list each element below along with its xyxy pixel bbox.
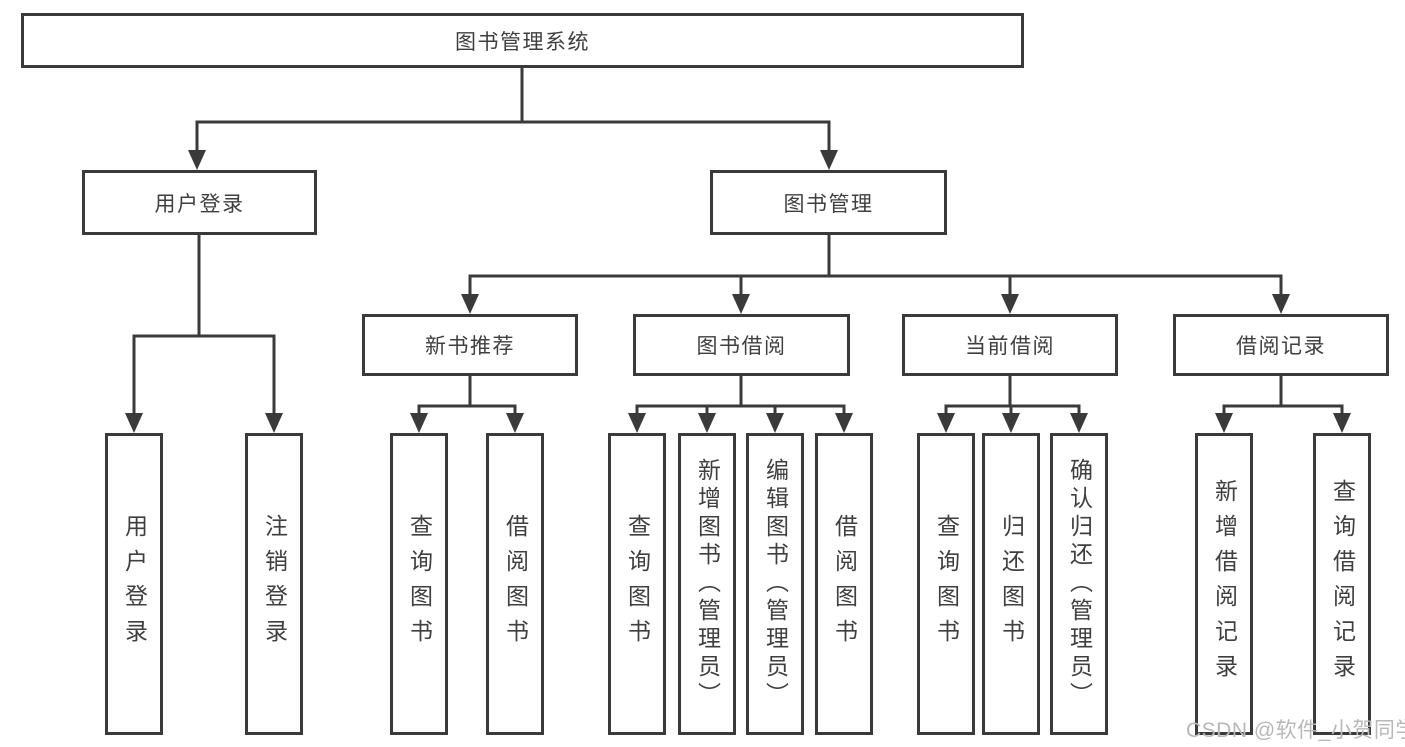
leaf-label: 查询图书: [624, 514, 651, 654]
node-label: 图书借阅: [696, 335, 787, 358]
leaf-borrow-books-borrowing: 借阅图书: [815, 433, 873, 735]
leaf-label: 查询图书: [933, 514, 960, 654]
arrow-icon: [1215, 413, 1233, 433]
node-label: 借阅记录: [1236, 335, 1326, 358]
arrow-icon: [628, 413, 646, 433]
connector-lines: [132, 66, 1344, 421]
leaf-label: 注销登录: [261, 514, 288, 654]
arrow-icon: [1002, 413, 1020, 433]
arrow-icon: [125, 413, 143, 433]
leaf-label: 查询借阅记录: [1329, 479, 1356, 689]
node-label: 当前借阅: [965, 335, 1055, 358]
leaf-query-books-recommend: 查询图书: [390, 433, 448, 735]
leaf-query-books-current: 查询图书: [917, 433, 975, 735]
leaf-return-books: 归还图书: [982, 433, 1040, 735]
arrow-icon: [506, 413, 524, 433]
arrow-icon: [461, 294, 479, 314]
arrow-icon: [937, 413, 955, 433]
leaf-add-borrow-record: 新增借阅记录: [1195, 433, 1253, 735]
node-label: 图书管理系统: [455, 30, 590, 54]
arrow-icon: [1333, 413, 1351, 433]
arrow-icon: [820, 150, 838, 170]
node-new-book-recommend: 新书推荐: [362, 314, 578, 376]
leaf-logout: 注销登录: [245, 433, 303, 735]
leaf-label: 用户登录: [121, 514, 148, 654]
arrow-icon: [732, 294, 750, 314]
leaf-user-login: 用户登录: [105, 433, 163, 735]
arrow-icon: [410, 413, 428, 433]
node-label: 用户登录: [154, 192, 245, 216]
leaf-label: 新增图书（管理员）: [694, 458, 721, 710]
arrow-icon: [1272, 294, 1290, 314]
leaf-edit-books-admin: 编辑图书（管理员）: [746, 433, 804, 735]
node-label: 图书管理: [783, 192, 874, 216]
node-label: 新书推荐: [425, 335, 515, 358]
leaf-add-books-admin: 新增图书（管理员）: [678, 433, 736, 735]
arrow-icon: [835, 413, 853, 433]
leaf-query-books-borrowing: 查询图书: [608, 433, 666, 735]
leaf-label: 借阅图书: [502, 514, 529, 654]
node-book-management-system: 图书管理系统: [21, 13, 1024, 68]
leaf-label: 借阅图书: [831, 514, 858, 654]
leaf-label: 新增借阅记录: [1211, 479, 1238, 689]
arrow-icon: [766, 413, 784, 433]
node-borrowing-records: 借阅记录: [1173, 314, 1389, 376]
leaf-label: 查询图书: [406, 514, 433, 654]
leaf-confirm-return-admin: 确认归还（管理员）: [1050, 433, 1108, 735]
leaf-label: 确认归还（管理员）: [1066, 458, 1093, 710]
leaf-borrow-books-recommend: 借阅图书: [486, 433, 544, 735]
leaf-label: 归还图书: [998, 514, 1025, 654]
csdn-watermark: CSDN @软件_小贺同学: [1186, 719, 1405, 742]
node-current-borrowing: 当前借阅: [902, 314, 1118, 376]
node-user-login: 用户登录: [82, 170, 317, 235]
leaf-label: 编辑图书（管理员）: [762, 458, 789, 710]
arrow-icon: [698, 413, 716, 433]
leaf-query-borrow-record: 查询借阅记录: [1313, 433, 1371, 735]
arrow-icon: [1070, 413, 1088, 433]
node-book-borrowing: 图书借阅: [633, 314, 850, 376]
arrowheads: [125, 150, 1351, 433]
node-book-management: 图书管理: [710, 170, 947, 235]
arrow-icon: [188, 150, 206, 170]
arrow-icon: [265, 413, 283, 433]
arrow-icon: [1001, 294, 1019, 314]
